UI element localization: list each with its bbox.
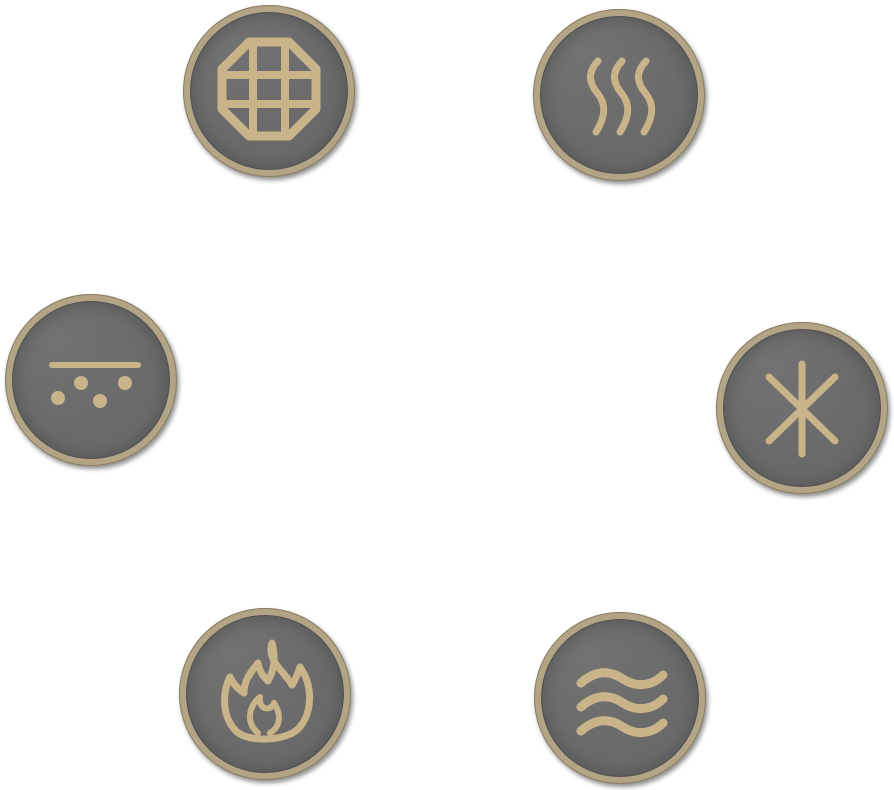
flame-token[interactable]: [179, 608, 351, 780]
token-face: [540, 16, 698, 174]
octagon-grid-icon: [217, 37, 321, 141]
water-waves-token[interactable]: [534, 612, 706, 784]
bar-and-dots-token[interactable]: [5, 294, 177, 466]
heat-waves-token[interactable]: [533, 9, 705, 181]
token-face: [186, 615, 344, 773]
token-face: [723, 329, 881, 487]
heat-waves-icon: [587, 57, 656, 136]
token-face: [12, 301, 170, 459]
flame-icon: [221, 639, 314, 743]
token-face: [190, 12, 348, 170]
asterisk-token[interactable]: [716, 322, 888, 494]
octagon-grid-token[interactable]: [183, 5, 355, 177]
water-waves-icon: [576, 668, 668, 737]
asterisk-icon: [765, 360, 839, 458]
token-face: [541, 619, 699, 777]
bar-and-dots-icon: [49, 362, 141, 408]
